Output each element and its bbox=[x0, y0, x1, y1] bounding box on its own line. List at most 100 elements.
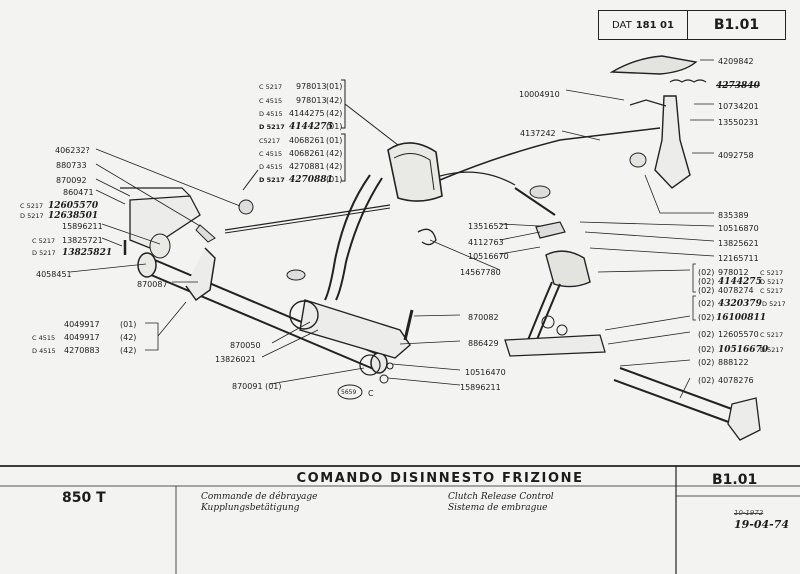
dat-reference: DAT 181 01 bbox=[599, 11, 688, 39]
upper-part-ref: 4270881 bbox=[289, 175, 333, 185]
dat-label: DAT bbox=[612, 19, 632, 31]
bracket-upper-b bbox=[341, 133, 346, 182]
upper-part-ref: (01) bbox=[326, 175, 343, 184]
left-part-ref: D 5217 bbox=[32, 249, 56, 257]
left-part-ref: 4058451 bbox=[36, 270, 72, 279]
right-part-ref: (02) bbox=[698, 376, 715, 385]
right-part-ref: 16100811 bbox=[716, 313, 767, 323]
middle-part-ref: 4137242 bbox=[520, 129, 556, 138]
right-part-ref: 888122 bbox=[718, 358, 749, 367]
push-rod bbox=[224, 204, 391, 231]
middle-part-ref: C bbox=[368, 389, 374, 398]
right-lever bbox=[504, 334, 606, 357]
pedal-pad bbox=[387, 142, 443, 202]
middle-part-ref: 10004910 bbox=[519, 90, 560, 99]
left-part-ref: 12605570 bbox=[48, 201, 99, 211]
upper-part-ref: (42) bbox=[326, 149, 343, 158]
left-part-ref: D 4515 bbox=[32, 347, 56, 355]
right-part-ref: D 5217 bbox=[760, 346, 784, 354]
right-part-ref: D 5217 bbox=[760, 278, 784, 286]
leader-pedal-pad bbox=[242, 169, 259, 191]
right-part-ref: 13825621 bbox=[718, 239, 759, 248]
upper-part-ref: 978013 bbox=[296, 82, 327, 91]
title-french: Commande de débrayage bbox=[201, 492, 318, 502]
upper-part-ref: C 5217 bbox=[259, 83, 283, 91]
spring-clip bbox=[417, 228, 437, 246]
upper-part-ref: 4144275 bbox=[289, 122, 333, 132]
left-part-ref: 870092 bbox=[56, 176, 87, 185]
middle-part-ref: 870082 bbox=[468, 313, 499, 322]
right-part-ref: (02) bbox=[698, 345, 715, 354]
right-part-ref: (02) bbox=[698, 277, 715, 286]
footer-page-code: B1.01 bbox=[712, 472, 758, 488]
left-part-ref: C 4515 bbox=[32, 334, 56, 342]
dat-number: 181 01 bbox=[635, 19, 674, 31]
release-cable bbox=[439, 127, 661, 181]
middle-part-ref: 10516470 bbox=[465, 368, 506, 377]
left-part-ref: C 5217 bbox=[20, 202, 44, 210]
right-part-ref: 4320379 bbox=[718, 299, 762, 309]
right-part-ref: D 5217 bbox=[762, 300, 786, 308]
left-part-ref: 12638501 bbox=[48, 211, 99, 221]
right-shaft bbox=[619, 367, 741, 413]
right-part-ref: (02) bbox=[698, 313, 715, 322]
left-part-ref: 406232? bbox=[55, 146, 90, 155]
left-part-ref: 13825821 bbox=[62, 248, 113, 258]
middle-part-ref: 870091 (01) bbox=[232, 382, 282, 391]
left-part-ref: 880733 bbox=[56, 161, 87, 170]
clutch-pedal-arm bbox=[324, 174, 371, 301]
upper-part-ref: D 5217 bbox=[259, 176, 285, 184]
right-part-ref: C 5217 bbox=[760, 269, 784, 277]
upper-part-ref: 4068261 bbox=[289, 149, 325, 158]
right-part-ref: (02) bbox=[698, 299, 715, 308]
left-part-ref: 4049917 bbox=[64, 320, 100, 329]
left-part-ref: D 5217 bbox=[20, 212, 44, 220]
upper-part-ref: C 4515 bbox=[259, 150, 283, 158]
left-part-ref: 4270883 bbox=[64, 346, 100, 355]
middle-part-ref: 13826021 bbox=[215, 355, 256, 364]
right-part-ref: 12165711 bbox=[718, 254, 759, 263]
page-number-circle: 5659 bbox=[341, 389, 357, 396]
middle-part-ref: 14567780 bbox=[460, 268, 501, 277]
middle-part-ref: 10516670 bbox=[468, 252, 509, 261]
right-part-ref: C 5217 bbox=[760, 287, 784, 295]
upper-part-ref: 978013 bbox=[296, 96, 327, 105]
leader-pedal-pad-2 bbox=[344, 103, 399, 146]
upper-part-ref: D 5217 bbox=[259, 123, 285, 131]
right-part-ref: 10516870 bbox=[718, 224, 759, 233]
right-pedal-pad bbox=[545, 250, 591, 288]
middle-part-ref: 870050 bbox=[230, 341, 261, 350]
right-part-ref: (02) bbox=[698, 358, 715, 367]
superseded-date-stamp: 10-1972 bbox=[734, 509, 764, 517]
right-part-ref: 4273840 bbox=[716, 81, 760, 91]
upper-part-ref: (01) bbox=[326, 122, 343, 131]
left-part-ref: 870087 bbox=[137, 280, 168, 289]
middle-part-ref: 886429 bbox=[468, 339, 499, 348]
right-part-ref: 4078276 bbox=[718, 376, 754, 385]
left-part-ref: 4049917 bbox=[64, 333, 100, 342]
upper-part-ref: C 4515 bbox=[259, 97, 283, 105]
left-part-ref: C 5217 bbox=[32, 237, 56, 245]
title-spanish: Sistema de embrague bbox=[448, 503, 548, 513]
left-part-ref: 15896211 bbox=[62, 222, 103, 231]
header-page-code: B1.01 bbox=[713, 17, 760, 33]
header-reference-box: DAT 181 01 B1.01 bbox=[598, 10, 786, 40]
revision-date-stamp: 19-04-74 bbox=[734, 518, 790, 531]
right-part-ref: (02) bbox=[698, 330, 715, 339]
release-fork bbox=[654, 95, 691, 189]
right-part-ref: 835389 bbox=[718, 211, 749, 220]
left-part-ref: (01) bbox=[120, 320, 137, 329]
title-english: Clutch Release Control bbox=[448, 492, 554, 502]
middle-part-ref: 13516521 bbox=[468, 222, 509, 231]
vehicle-model: 850 T bbox=[62, 490, 106, 506]
right-part-ref: (02) bbox=[698, 268, 715, 277]
right-part-ref: C 5217 bbox=[760, 331, 784, 339]
right-part-ref: 4209842 bbox=[718, 57, 754, 66]
left-part-ref: (42) bbox=[120, 346, 137, 355]
middle-part-ref: 4112763 bbox=[468, 238, 504, 247]
release-lever-cover bbox=[609, 55, 698, 75]
right-part-ref: 4144275 bbox=[718, 277, 762, 287]
upper-part-ref: (42) bbox=[326, 96, 343, 105]
